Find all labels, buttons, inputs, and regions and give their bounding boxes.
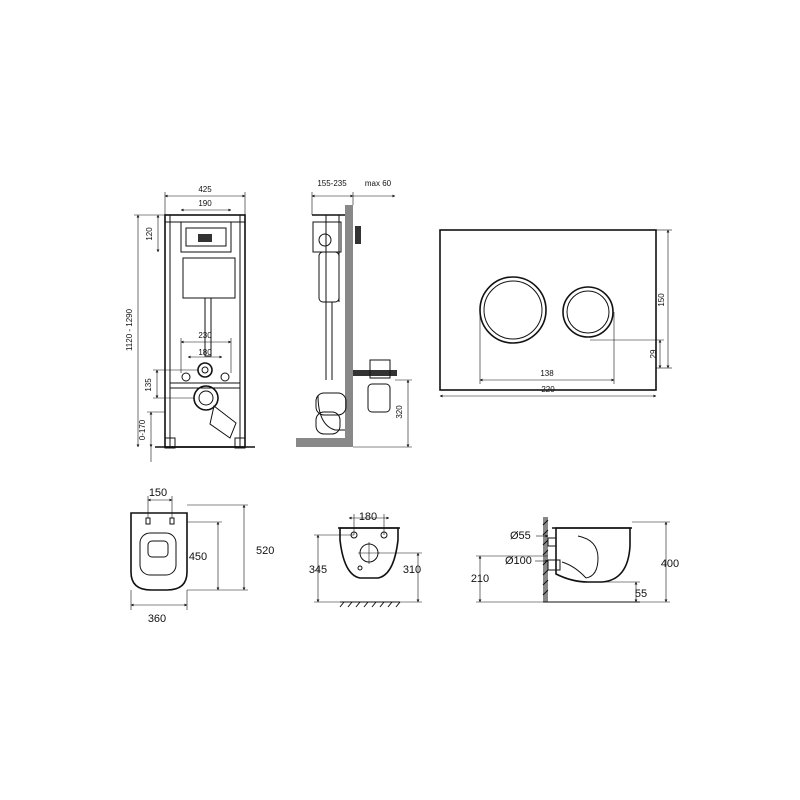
dim-bowl-height: 400	[661, 558, 679, 570]
inlet-connector	[547, 537, 557, 547]
water-connector	[353, 370, 397, 376]
cistern-side	[318, 251, 340, 303]
bowl-side-view: Ø55 Ø100 210 400 55	[471, 517, 679, 603]
dim-plate-width: 220	[541, 385, 555, 394]
flush-plate-outline	[439, 229, 657, 391]
wall-section-bowl	[543, 517, 548, 602]
dim-outlet-height-bowl: 210	[471, 573, 489, 585]
drain-elbow	[209, 405, 237, 439]
dim-wall-max: max 60	[365, 179, 392, 188]
cistern	[182, 257, 236, 299]
dim-bowl-depth: 520	[256, 545, 274, 557]
bowl-opening	[139, 532, 177, 576]
dim-outlet-diameter: Ø100	[505, 555, 532, 567]
dim-back-holes: 180	[359, 511, 377, 523]
dim-outlet-spacing: 180	[198, 348, 212, 357]
flush-button-large	[479, 276, 547, 344]
water-inlet	[197, 362, 213, 378]
bowl-top-outline	[130, 512, 188, 591]
dim-bowl-inner: 450	[189, 551, 207, 563]
actuator-window	[180, 221, 232, 253]
bowl-back-view: 180 345 310	[309, 511, 422, 608]
dim-back-left-height: 345	[309, 564, 327, 576]
bowl-top-view: 150 450 520 360	[130, 487, 274, 625]
dim-top-offset: 120	[145, 227, 154, 241]
frame-front-view: 425 190 120 1120 - 1290 230 180 135 0-17…	[125, 185, 255, 462]
dim-inlet-diameter: Ø55	[510, 530, 531, 542]
dim-frame-height: 1120 - 1290	[125, 308, 134, 351]
dim-depth-range: 155-235	[317, 179, 347, 188]
drain-bend-side	[315, 392, 347, 416]
dim-plate-height: 150	[657, 293, 666, 307]
dim-bowl-width: 360	[148, 613, 166, 625]
outlet-connector	[547, 559, 561, 571]
drain-connector	[367, 383, 391, 413]
bolt-right	[220, 372, 230, 382]
dim-outlet-height: 135	[144, 378, 153, 392]
dim-window-width: 190	[198, 199, 212, 208]
bolt-left	[181, 372, 191, 382]
flush-plate-view: 150 29 138 220	[439, 229, 672, 398]
dim-foot-range: 0-170	[138, 419, 147, 440]
dim-button-offset: 29	[649, 349, 658, 358]
flush-button-small	[562, 286, 614, 338]
dim-back-right-height: 310	[403, 564, 421, 576]
dim-drain-height: 320	[395, 405, 404, 419]
dim-bolt-spacing: 230	[198, 331, 212, 340]
dim-bowl-holes: 150	[149, 487, 167, 499]
dim-button-span: 138	[540, 369, 554, 378]
bowl-back-outline	[339, 527, 399, 579]
frame-side-view: 155-235 max 60 320	[296, 179, 412, 448]
wall-section	[345, 205, 353, 447]
dim-inlet-depth: 55	[635, 588, 647, 600]
dim-frame-width: 425	[198, 185, 212, 194]
